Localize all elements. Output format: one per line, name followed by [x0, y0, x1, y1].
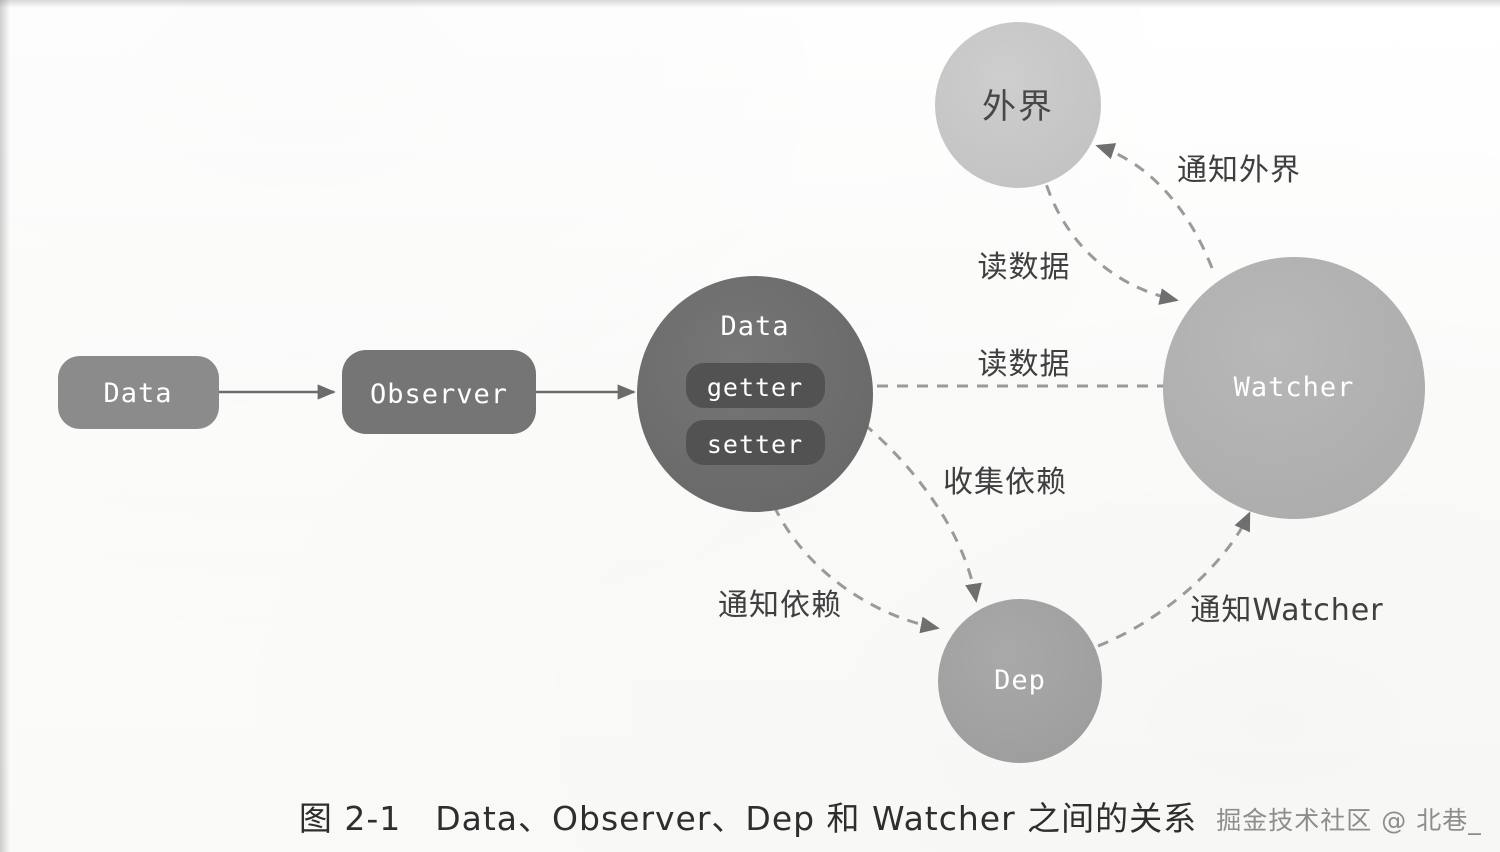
- node-outside-circle-label: 外界: [982, 87, 1054, 127]
- member-setter-label: setter: [707, 430, 803, 459]
- watermark: 掘金技术社区 @ 北巷_: [1216, 806, 1481, 835]
- edge-label-notify-dep: 通知依赖: [718, 588, 842, 623]
- node-dep-circle[interactable]: Dep: [938, 599, 1102, 763]
- edge-data-to-dep-collect: [863, 422, 982, 603]
- node-observer-box[interactable]: Observer: [342, 350, 536, 434]
- node-data-box-label: Data: [103, 378, 172, 409]
- edge-label-notify-watcher: 通知Watcher: [1190, 593, 1383, 628]
- node-outside-circle[interactable]: 外界: [935, 22, 1101, 188]
- edge-outside-to-watcher: [1039, 165, 1179, 305]
- node-watcher-circle-label: Watcher: [1234, 372, 1355, 403]
- node-data-circle[interactable]: Data getter setter: [637, 276, 873, 512]
- edge-label-read-data-top: 读数据: [978, 250, 1071, 285]
- edge-dep-to-watcher: [1097, 511, 1251, 648]
- member-setter[interactable]: setter: [686, 420, 825, 465]
- member-getter[interactable]: getter: [686, 363, 825, 408]
- node-data-box[interactable]: Data: [58, 356, 219, 429]
- node-data-circle-label: Data: [720, 311, 789, 342]
- node-watcher-circle[interactable]: Watcher: [1163, 257, 1425, 519]
- edge-label-notify-outside: 通知外界: [1177, 153, 1301, 188]
- node-observer-box-label: Observer: [370, 379, 508, 410]
- edge-label-collect-dep: 收集依赖: [943, 465, 1067, 500]
- figure-caption: 图 2-1 Data、Observer、Dep 和 Watcher 之间的关系: [299, 799, 1197, 838]
- edge-watcher-to-outside: [1095, 143, 1214, 269]
- edge-label-read-data-mid: 读数据: [978, 347, 1071, 382]
- edge-data-to-dep-notify: [772, 505, 940, 634]
- member-getter-label: getter: [707, 373, 803, 402]
- node-dep-circle-label: Dep: [994, 665, 1046, 696]
